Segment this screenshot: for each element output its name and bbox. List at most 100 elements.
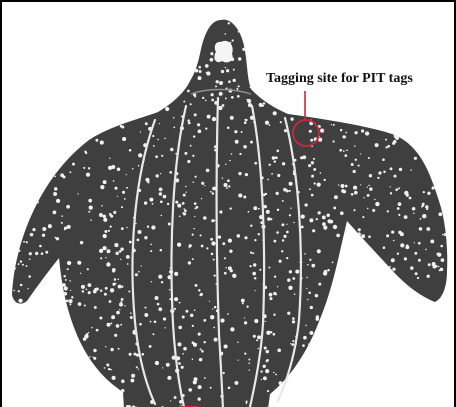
skin-speckle — [193, 181, 195, 183]
skin-speckle — [201, 182, 204, 185]
skin-speckle — [257, 335, 261, 339]
skin-speckle — [233, 69, 235, 71]
skin-speckle — [260, 370, 262, 372]
skin-speckle — [292, 317, 295, 320]
skin-speckle — [244, 352, 246, 354]
skin-speckle — [88, 167, 90, 169]
skin-speckle — [203, 341, 205, 343]
skin-speckle — [221, 70, 224, 73]
skin-speckle — [223, 372, 225, 374]
skin-speckle — [243, 145, 247, 149]
skin-speckle — [110, 322, 112, 324]
skin-speckle — [155, 361, 159, 365]
skin-speckle — [121, 206, 123, 208]
skin-speckle — [258, 233, 260, 235]
skin-speckle — [313, 158, 315, 160]
skin-speckle — [130, 379, 134, 383]
skin-speckle — [174, 272, 178, 276]
skin-speckle — [363, 197, 364, 198]
skin-speckle — [151, 281, 152, 282]
skin-speckle — [277, 209, 279, 211]
skin-speckle — [228, 387, 231, 390]
skin-speckle — [259, 269, 261, 271]
skin-speckle — [222, 242, 225, 245]
skin-speckle — [215, 85, 217, 87]
skin-speckle — [204, 185, 205, 186]
skin-speckle — [67, 261, 71, 265]
skin-speckle — [317, 249, 321, 253]
skin-speckle — [276, 231, 279, 234]
skin-speckle — [419, 227, 423, 231]
skin-speckle — [382, 158, 385, 161]
skin-speckle — [228, 80, 231, 83]
skin-speckle — [231, 96, 234, 99]
skin-speckle — [135, 273, 138, 276]
skin-speckle — [103, 215, 107, 219]
skin-speckle — [269, 297, 272, 300]
skin-speckle — [248, 358, 250, 360]
skin-speckle — [230, 207, 232, 209]
skin-speckle — [151, 225, 155, 229]
skin-speckle — [140, 131, 141, 132]
skin-speckle — [138, 165, 140, 167]
skin-speckle — [188, 388, 192, 392]
skin-speckle — [249, 265, 251, 267]
skin-speckle — [253, 206, 257, 210]
skin-speckle — [392, 268, 395, 271]
skin-speckle — [312, 229, 315, 232]
skin-speckle — [254, 239, 256, 241]
skin-speckle — [287, 278, 290, 281]
skin-speckle — [80, 273, 81, 274]
skin-speckle — [174, 396, 177, 399]
skin-speckle — [426, 227, 430, 231]
skin-speckle — [302, 155, 306, 159]
skin-speckle — [226, 69, 229, 72]
skin-speckle — [294, 293, 296, 295]
skin-speckle — [265, 369, 269, 373]
skin-speckle — [165, 107, 169, 111]
skin-speckle — [161, 155, 163, 157]
skin-speckle — [244, 121, 247, 124]
skin-speckle — [120, 125, 123, 128]
skin-speckle — [327, 269, 330, 272]
skin-speckle — [95, 139, 98, 142]
skin-speckle — [100, 141, 104, 145]
skin-speckle — [257, 348, 258, 349]
skin-speckle — [80, 241, 83, 244]
skin-speckle — [211, 253, 214, 256]
skin-speckle — [195, 69, 199, 73]
skin-speckle — [119, 303, 123, 307]
skin-speckle — [182, 315, 185, 318]
skin-speckle — [228, 185, 230, 187]
skin-speckle — [137, 239, 140, 242]
skin-speckle — [105, 287, 108, 290]
skin-speckle — [66, 299, 69, 302]
skin-speckle — [210, 387, 212, 389]
skin-speckle — [427, 192, 430, 195]
skin-speckle — [390, 167, 393, 170]
skin-speckle — [224, 257, 226, 259]
skin-speckle — [415, 272, 418, 275]
skin-speckle — [227, 179, 230, 182]
skin-speckle — [183, 208, 185, 210]
skin-speckle — [306, 288, 307, 289]
skin-speckle — [91, 327, 93, 329]
skin-speckle — [82, 290, 85, 293]
skin-speckle — [386, 234, 389, 237]
skin-speckle — [269, 293, 273, 297]
skin-speckle — [354, 131, 357, 134]
skin-speckle — [430, 239, 434, 243]
skin-speckle — [438, 212, 442, 216]
skin-speckle — [242, 302, 244, 304]
skin-speckle — [167, 203, 169, 205]
skin-speckle — [226, 187, 228, 189]
skin-speckle — [222, 177, 223, 178]
skin-speckle — [213, 327, 215, 329]
skin-speckle — [114, 212, 116, 214]
skin-speckle — [144, 236, 147, 239]
skin-speckle — [436, 253, 439, 256]
skin-speckle — [216, 80, 219, 83]
skin-speckle — [289, 190, 291, 192]
skin-speckle — [159, 188, 163, 192]
